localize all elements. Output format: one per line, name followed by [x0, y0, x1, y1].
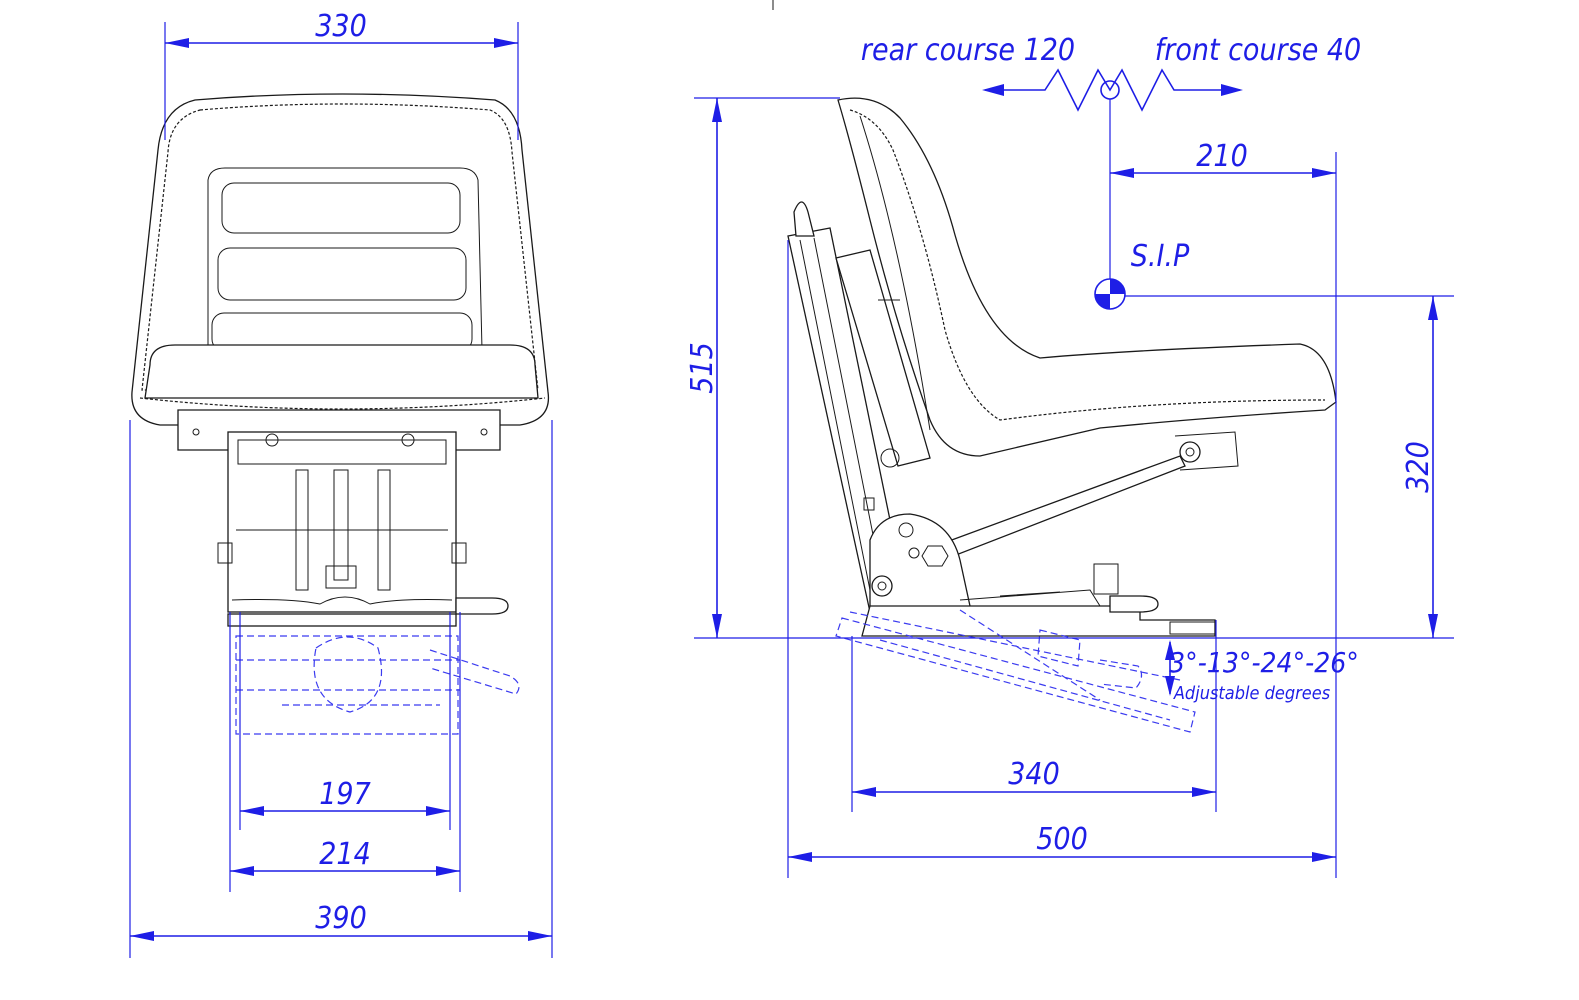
front-course-label: front course 40 — [1155, 33, 1361, 68]
spring-symbol — [985, 68, 1240, 112]
side-post-slot — [863, 497, 875, 511]
front-side-tab — [217, 542, 233, 564]
dim-rail-inner: 197 — [319, 777, 371, 812]
dim-rail-outer: 214 — [319, 837, 371, 872]
side-adjust-handle — [1109, 595, 1159, 613]
side-back-bracket — [835, 249, 931, 467]
side-ghost-rail-1 — [835, 617, 1196, 733]
rear-course-label: rear course 120 — [861, 33, 1075, 68]
front-seat-cushion — [144, 344, 539, 399]
front-view-dimensions: 330 197 214 390 — [129, 9, 553, 958]
side-ghost-rail-2 — [849, 609, 1181, 721]
side-hinge-plate — [869, 513, 971, 609]
front-adjust-lever — [455, 597, 509, 615]
side-seat-shell — [837, 97, 1337, 457]
front-view — [131, 93, 550, 735]
tilt-caption: Adjustable degrees — [1173, 683, 1331, 704]
front-ghost-lever — [429, 649, 520, 695]
side-base-rail — [861, 605, 1216, 637]
dim-sip-height: 320 — [1401, 441, 1436, 493]
side-knob — [793, 201, 815, 237]
side-view — [787, 97, 1337, 733]
side-post-edge — [799, 237, 885, 601]
dim-sip-offset: 210 — [1196, 139, 1248, 174]
side-pivot-bolt — [1179, 441, 1201, 463]
dim-height: 515 — [685, 342, 720, 394]
dim-overall-width: 390 — [315, 901, 367, 936]
front-lock-block — [325, 565, 357, 589]
front-backrest-panel-1 — [221, 182, 461, 234]
front-suspension-bolt — [401, 433, 415, 447]
side-ghost-handle — [1099, 659, 1143, 689]
front-backrest — [131, 93, 550, 426]
front-suspension-body — [227, 431, 457, 613]
front-suspension-top-bracket — [237, 439, 447, 465]
dim-top-width: 330 — [315, 9, 367, 44]
front-suspension-bolt — [265, 433, 279, 447]
sip-marker: 210 S.I.P — [1094, 99, 1454, 310]
side-seat-support — [1174, 431, 1239, 471]
sip-label: S.I.P — [1131, 239, 1190, 274]
side-view-dimensions: 515 320 340 500 3°-13°-24°-26° Adjustabl… — [685, 97, 1454, 878]
tilt-degrees: 3°-13°-24°-26° — [1169, 646, 1359, 679]
front-ghost-base — [235, 635, 460, 735]
dim-rail-length: 340 — [1008, 757, 1060, 792]
dim-depth: 500 — [1036, 822, 1088, 857]
front-plate-bolt — [192, 428, 200, 436]
side-strut — [929, 455, 1186, 563]
front-seat-piping — [139, 397, 546, 410]
front-backrest-piping — [141, 103, 539, 391]
front-side-tab — [451, 542, 467, 564]
front-backrest-frame — [207, 167, 483, 351]
side-adjustment-range: rear course 120 front course 40 — [861, 33, 1361, 112]
side-lock-block — [1093, 563, 1119, 595]
front-plate-bolt — [480, 428, 488, 436]
front-slide-rail — [227, 613, 457, 627]
side-hinge-bolt — [871, 575, 893, 597]
front-ghost-dial — [313, 636, 382, 713]
front-backrest-panel-2 — [217, 247, 467, 301]
front-center-column — [333, 469, 349, 581]
side-seat-piping — [849, 109, 1326, 421]
front-rail-base — [228, 596, 456, 613]
